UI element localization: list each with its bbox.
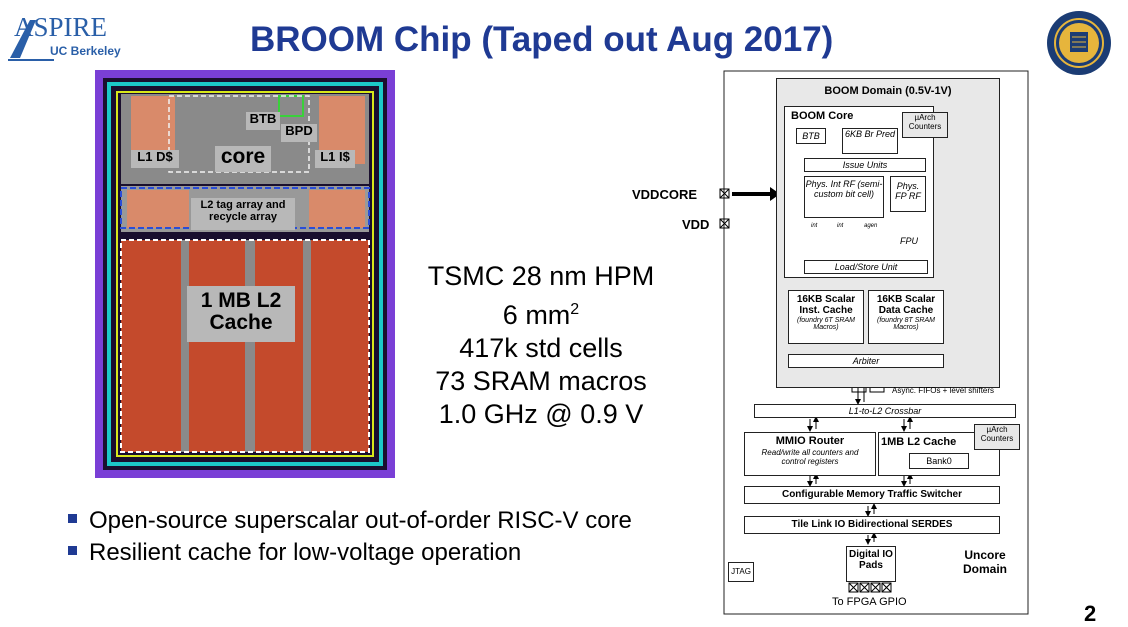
logo-text: ASPIRE [14, 12, 108, 42]
fpga-gpio-label: To FPGA GPIO [832, 596, 907, 608]
bank0: Bank0 [909, 453, 969, 469]
fu-int1: int [811, 223, 818, 229]
digital-io-pads: Digital IO Pads [846, 546, 896, 582]
die-artwork [95, 70, 395, 478]
uncore-domain-label: Uncore Domain [962, 548, 1007, 576]
spec-cells: 417k std cells [459, 333, 623, 363]
data-cache: 16KB Scalar Data Cache (foundry 8T SRAM … [868, 290, 944, 344]
bullet-square-icon [68, 514, 77, 524]
async-fifo-label: Async. FIFOs + level shifters [892, 386, 995, 395]
vdd-label: VDD [682, 217, 710, 232]
issue-units: Issue Units [804, 158, 926, 172]
spec-freq: 1.0 GHz @ 0.9 V [438, 399, 644, 429]
bullet-item: Open-source superscalar out-of-order RIS… [68, 507, 632, 535]
spec-area: 6 mm2 [418, 293, 664, 332]
fu-int2: int [837, 223, 844, 229]
die-label-btb: BTB [246, 112, 280, 130]
memory-traffic-switcher: Configurable Memory Traffic Switcher [744, 486, 1000, 504]
boom-core-title: BOOM Core [791, 110, 854, 122]
dcache-sub: (foundry 8T SRAM Macros) [877, 317, 935, 331]
br-pred-block: 6KB Br Pred [842, 128, 898, 154]
die-label-l2: 1 MB L2 Cache [187, 286, 295, 342]
arbiter: Arbiter [788, 354, 944, 368]
bullet-square-icon [68, 546, 77, 556]
fu-agen: agen [864, 223, 878, 229]
uc-seal-icon [1047, 11, 1111, 75]
uarch-counters-core: µArch Counters [902, 112, 948, 138]
load-store-unit: Load/Store Unit [804, 260, 928, 274]
block-diagram: VDDCORE VDD BOOM Domain (0.5V-1V) BOOM C… [620, 70, 1040, 615]
boom-domain-title: BOOM Domain (0.5V-1V) [824, 85, 952, 97]
spec-area-exponent: 2 [570, 301, 580, 318]
btb-block: BTB [796, 128, 826, 144]
die-label-core: core [215, 145, 271, 172]
bullet-text: Open-source superscalar out-of-order RIS… [89, 507, 632, 534]
vddcore-label: VDDCORE [632, 187, 698, 202]
phys-fp-rf: Phys. FP RF [890, 176, 926, 212]
spec-area-value: 6 mm [502, 300, 571, 330]
aspire-logo: ASPIRE UC Berkeley [6, 8, 130, 66]
l2-title: 1MB L2 Cache [881, 436, 957, 448]
icache-title: 16KB Scalar Inst. Cache [796, 294, 856, 316]
mmio-title: MMIO Router [775, 435, 845, 447]
chip-die-photo: BTB BPD L1 D$ core L1 I$ L2 tag array an… [95, 70, 395, 478]
die-label-l1d: L1 D$ [131, 150, 179, 168]
spec-process: TSMC 28 nm HPM [427, 261, 655, 291]
bullet-text: Resilient cache for low-voltage operatio… [89, 539, 522, 566]
uarch-counters-l2: µArch Counters [974, 424, 1020, 450]
page-number: 2 [1084, 601, 1097, 626]
die-label-l1i: L1 I$ [315, 150, 355, 168]
spec-sram: 73 SRAM macros [435, 366, 647, 396]
die-label-l2tag: L2 tag array and recycle array [191, 198, 295, 230]
phys-int-rf: Phys. Int RF (semi-custom bit cell) [804, 176, 884, 218]
slide-title: BROOM Chip (Taped out Aug 2017) [250, 20, 834, 59]
dcache-title: 16KB Scalar Data Cache [876, 294, 936, 316]
mmio-router: MMIO Router Read/write all counters and … [744, 432, 876, 476]
inst-cache: 16KB Scalar Inst. Cache (foundry 6T SRAM… [788, 290, 864, 344]
chip-specs: TSMC 28 nm HPM 6 mm2 417k std cells 73 S… [418, 260, 664, 431]
jtag-block: JTAG [728, 562, 754, 582]
mmio-sub: Read/write all counters and control regi… [761, 448, 859, 466]
l1-l2-crossbar: L1-to-L2 Crossbar [754, 404, 1016, 418]
die-label-bpd: BPD [281, 124, 317, 142]
aspire-pillar-icon [8, 20, 54, 61]
bullet-item: Resilient cache for low-voltage operatio… [68, 539, 521, 567]
fpu: FPU [900, 236, 918, 246]
tilelink-serdes: Tile Link IO Bidirectional SERDES [744, 516, 1000, 534]
logo-org: UC Berkeley [50, 44, 121, 58]
icache-sub: (foundry 6T SRAM Macros) [797, 317, 855, 331]
